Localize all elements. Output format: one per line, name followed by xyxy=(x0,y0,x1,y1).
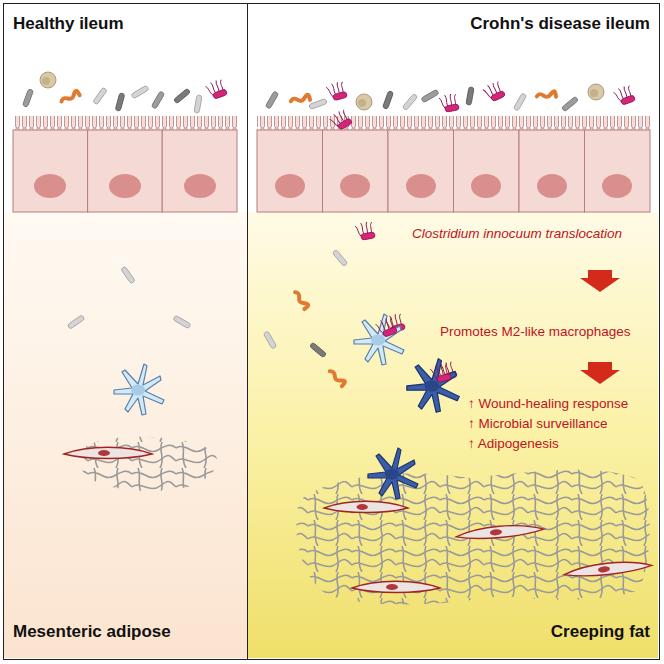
macrophage xyxy=(354,314,404,365)
epithelium xyxy=(13,116,650,212)
annotation: ↑ Microbial surveillance xyxy=(468,416,608,432)
collagen xyxy=(82,437,650,605)
fibroblast xyxy=(456,522,545,541)
annotation: Promotes M2-like macrophages xyxy=(440,324,631,340)
macrophage xyxy=(114,364,164,415)
panel: Healthy ileumMesenteric adipose xyxy=(3,3,248,660)
annotation: Clostridium innocuum translocation xyxy=(412,226,622,242)
red-arrow xyxy=(580,270,620,292)
annotation: ↑ Wound-healing response xyxy=(468,396,628,412)
red-arrow xyxy=(580,362,620,384)
fibroblast xyxy=(564,559,653,579)
fibroblast xyxy=(64,447,152,458)
panel-title: Healthy ileum xyxy=(13,14,124,34)
region-label: Creeping fat xyxy=(551,622,650,642)
microbiota xyxy=(22,72,635,388)
fibroblast xyxy=(324,501,408,512)
macrophage xyxy=(407,359,460,413)
macrophage xyxy=(368,448,418,499)
region-label: Mesenteric adipose xyxy=(13,622,171,642)
panel-title: Crohn's disease ileum xyxy=(470,14,650,34)
annotation: ↑ Adipogenesis xyxy=(468,436,559,452)
fibroblast xyxy=(352,581,440,592)
